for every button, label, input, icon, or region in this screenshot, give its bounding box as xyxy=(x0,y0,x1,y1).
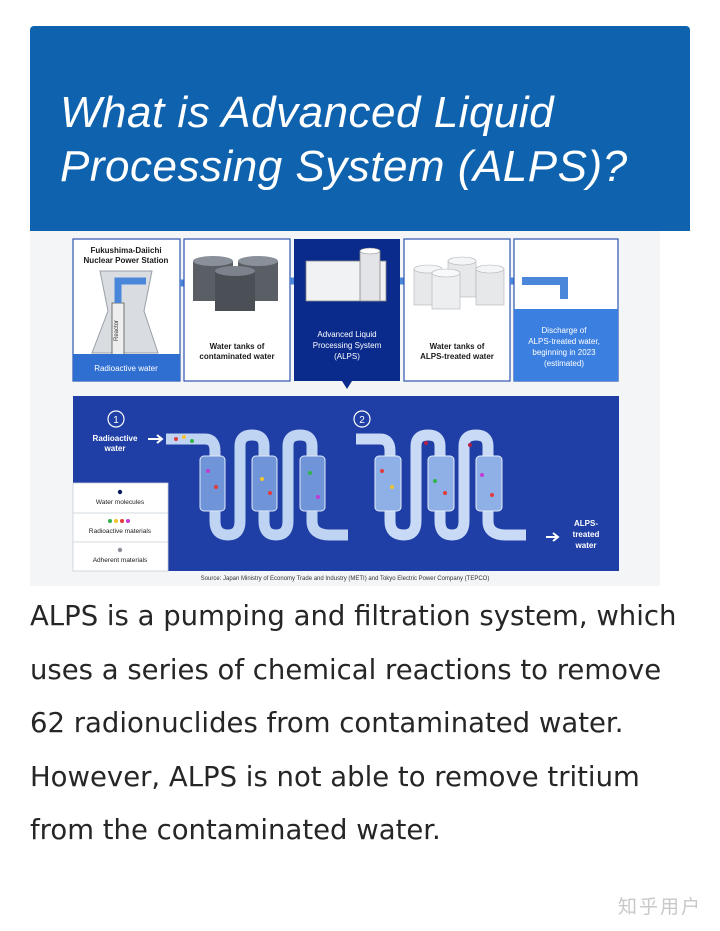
panel-treated-tanks: Water tanks of ALPS-treated water xyxy=(403,238,511,382)
filter-vessel-1 xyxy=(199,455,226,512)
filter-vessel-6 xyxy=(475,455,503,512)
discharge-label-1: Discharge of xyxy=(542,326,588,335)
alps-label-3: (ALPS) xyxy=(334,352,360,361)
treated-out-label-2: treated xyxy=(573,530,600,539)
discharge-label-4: (estimated) xyxy=(544,359,584,368)
down-arrow-icon xyxy=(342,381,352,389)
step-2-number: 2 xyxy=(359,415,365,426)
panel-discharge: Discharge of ALPS-treated water, beginni… xyxy=(513,238,619,382)
treated-out-label-3: water xyxy=(575,541,597,550)
article-paragraph: ALPS is a pumping and filtration system,… xyxy=(30,600,677,846)
discharge-label-3: beginning in 2023 xyxy=(532,348,596,357)
power-station-title-2: Nuclear Power Station xyxy=(84,256,169,265)
filter-vessel-5 xyxy=(427,455,455,512)
figure-source: Source: Japan Ministry of Economy Trade … xyxy=(201,576,490,582)
filter-vessel-3 xyxy=(299,455,326,512)
alps-label-2: Processing System xyxy=(313,341,382,350)
discharge-label-2: ALPS-treated water, xyxy=(528,337,600,346)
panel-contaminated-tanks: Water tanks of contaminated water xyxy=(183,238,291,382)
filtration-detail-panel: 1 2 Radioactive water xyxy=(72,396,619,572)
radioactive-in-label-2: water xyxy=(104,444,126,453)
particles xyxy=(174,435,494,499)
step-1-number: 1 xyxy=(113,415,119,426)
legend-adherent-label: Adherent materials xyxy=(93,557,148,564)
inflow-arrow-icon xyxy=(148,434,164,444)
filter-vessel-2 xyxy=(251,455,278,512)
outflow-arrow-icon xyxy=(546,532,560,542)
adherent-material-icon xyxy=(117,547,123,553)
alps-diagram-figure: Fukushima-Daiichi Nuclear Power Station … xyxy=(30,231,660,586)
panel-alps: Advanced Liquid Processing System (ALPS) xyxy=(294,239,400,381)
radioactive-water-label: Radioactive water xyxy=(94,364,158,373)
contaminated-tanks-label-1: Water tanks of xyxy=(210,342,265,351)
reactor-label: Reactor xyxy=(114,320,120,341)
water-molecule-icon xyxy=(117,489,123,495)
alps-label-1: Advanced Liquid xyxy=(317,330,376,339)
treated-out-label-1: ALPS- xyxy=(574,519,598,528)
title-banner: What is Advanced Liquid Processing Syste… xyxy=(30,26,690,231)
step-1-marker xyxy=(107,410,125,428)
panel-power-station: Fukushima-Daiichi Nuclear Power Station … xyxy=(72,238,181,382)
step-2-marker xyxy=(353,410,371,428)
treated-tanks-label-2: ALPS-treated water xyxy=(420,352,494,361)
alps-diagram: Fukushima-Daiichi Nuclear Power Station … xyxy=(72,238,619,582)
legend-radioactive-label: Radioactive materials xyxy=(89,528,152,535)
radioactive-in-label-1: Radioactive xyxy=(93,434,138,443)
legend: Water molecules Radioactive materials Ad… xyxy=(72,482,169,572)
treated-tanks-label-1: Water tanks of xyxy=(430,342,485,351)
contaminated-tanks-label-2: contaminated water xyxy=(199,352,274,361)
title-line-2: Processing System (ALPS)? xyxy=(60,142,628,191)
filter-vessel-4 xyxy=(374,455,402,512)
page-title: What is Advanced Liquid Processing Syste… xyxy=(60,86,660,194)
title-line-1: What is Advanced Liquid xyxy=(60,88,555,137)
power-station-title-1: Fukushima-Daiichi xyxy=(90,246,161,255)
legend-water-label: Water molecules xyxy=(96,499,145,506)
watermark: 知乎用户 xyxy=(617,896,702,918)
